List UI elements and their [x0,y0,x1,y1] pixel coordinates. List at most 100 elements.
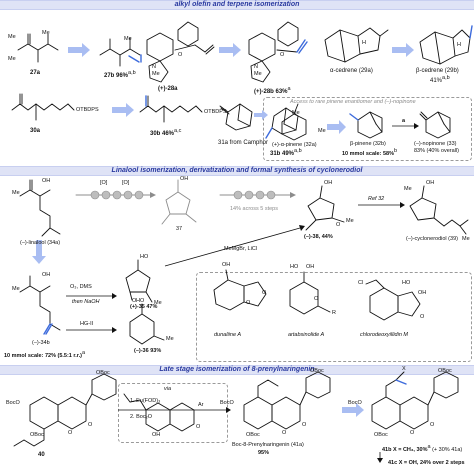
atom-me-35: Me [154,300,162,306]
molecule-38 [305,185,345,231]
atom-o-28b: O [280,52,285,58]
arrow-30 [112,103,134,117]
atom-o-40-1: O [88,422,93,428]
cond-ref32: Ref 32 [368,196,385,202]
cond-ozone: O₃, DMS [70,284,92,290]
atom-boco-41a: BocO [220,400,234,406]
arrow-32 [327,120,346,134]
molecule-via [123,393,195,432]
atom-me-39: Me [404,186,412,192]
atom-me-27a-1: Me [8,34,16,40]
via-box [118,383,228,443]
cond-grignard: MeMgBr, LiCl [224,246,258,252]
molecule-41a [243,371,331,430]
atom-box-oh-3: OH [418,290,427,296]
section-title-linalool: Linalool isomerization, derivatization a… [111,167,363,174]
atom-box-oh-1: OH [222,262,231,268]
atom-o-via: O [196,424,201,430]
section-bar-2: Linalool isomerization, derivatization a… [0,166,474,176]
atom-o-38: O [336,222,341,228]
molecule-31a [219,103,253,131]
label-36: (–)-36 93% [134,348,162,354]
label-chlorodeoxyillidin: chlorodeoxyillidin M [360,332,408,338]
label-35: (+)-35 47% [130,304,158,310]
atom-box-oh-2: OH [306,264,315,270]
label-41b: 41b X = CH₃, 30%a (+ 30% 41a) [382,444,463,453]
label-40: 40 [38,452,45,458]
molecule-dunaliine [213,269,267,311]
label-32a: (+)-α-pinene (32a) [272,142,317,148]
cond-oxidation-2: [O] [122,180,130,186]
section-bar-1: alkyl olefin and terpene isomerization [0,0,474,10]
atom-me-27b-1: Me [124,36,132,42]
molecule-32a [281,103,307,141]
label-31b: 31b 49%a,b [270,148,302,157]
atom-me-38: Me [346,218,354,224]
label-41a: Boc-8-Prenylnaringenin (41a) [232,442,304,448]
molecule-41b [371,371,459,430]
molecule-34b [19,275,61,331]
label-39: (–)-cyclonerodiol (39) [406,236,458,242]
label-28a: (+)-28a [158,86,178,92]
atom-oboc-40-1: OBoc [96,370,110,376]
atom-me-32a-2: Me [318,128,326,134]
atom-oboc-41a-1: OBoc [310,368,324,374]
arrow-grignard [164,227,301,267]
atom-me-n1: Me [152,71,160,77]
atom-oh-linalool: OH [42,178,51,184]
atom-boco-41b: BocO [348,400,362,406]
cond-naoh: then NaOH [72,299,100,305]
label-linalool: (–)-linalool (34a) [20,240,61,246]
arrow-41 [342,403,364,417]
molecule-29b [419,29,471,65]
molecule-artabsinolide [289,271,331,315]
atom-me-n2: Me [254,71,262,77]
label-33-yield: 83% (40% overall) [414,148,459,154]
atom-o-40-2: O [68,430,73,436]
molecule-30a [11,93,75,121]
cond-hgii: HG-II [80,321,94,327]
label-30b: 30b 46%a,c [150,128,182,137]
step-beads [90,190,276,200]
label-via: via [164,386,172,392]
atom-n-1: N [152,64,156,70]
label-37: 37 [176,226,183,232]
label-33: (–)-nopinone (33) [414,141,457,147]
arrow-27 [68,43,90,57]
molecule-32b [357,111,383,139]
label-28b: (+)-28b 63%a [254,86,291,95]
atom-oboc-41b-2: OBoc [374,432,388,438]
atom-o-41b-2: O [410,430,415,436]
molecule-36 [129,303,165,345]
label-38: (–)-38, 44% [304,234,333,240]
section-bar-3: Late stage isomerization of 8-prenylnari… [0,365,474,375]
arrow-down-linalool [32,240,46,264]
atom-me-32a: Me [292,110,300,116]
atom-box-cl: Cl [358,280,364,286]
atom-me-linalool: Me [12,190,20,196]
atom-box-o-2: O [314,296,319,302]
label-29b: β-cedrene (29b) [416,68,459,74]
section-title-naringenin: Late stage isomerization of 8-prenylnari… [159,366,315,373]
arrow-31 [254,110,268,120]
atom-ho-36: HO [136,298,145,304]
atom-oh-38: OH [324,180,333,186]
label-27b: 27b 96%a,b [104,70,136,79]
molecule-35 [125,259,153,303]
label-32b: β-pinene (32b) [350,141,386,147]
atom-me-36: Me [166,336,174,342]
atom-ar: Ar [198,402,204,408]
label-34b-scale: 10 mmol scale: 72% (5.5:1 r.r.)a [4,350,86,359]
atom-oboc-41b-1: OBoc [438,368,452,374]
step-2: 2. Boc₂O [130,414,153,420]
label-30a: 30a [30,128,41,134]
molecule-33 [419,111,451,139]
atom-oh-35: HO [140,254,149,260]
atom-me-27a-2: Me [42,30,50,36]
atom-o-41b-1: O [430,422,435,428]
label-otbdps-30a: OTBDPS [76,107,99,113]
molecule-28b [248,21,299,83]
atom-box-o-3: O [420,314,425,320]
